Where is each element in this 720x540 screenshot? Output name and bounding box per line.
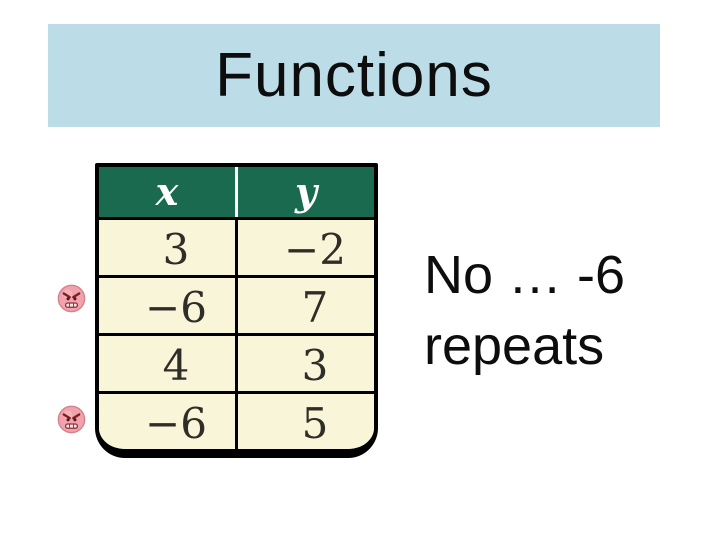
table-cell-x: 3 — [99, 220, 238, 275]
table-row: −6 7 — [99, 275, 374, 333]
cell-value: 4 — [162, 340, 190, 390]
table-header-x: x — [99, 167, 238, 217]
cell-value: 5 — [301, 398, 329, 448]
table-row: −6 5 — [99, 391, 374, 449]
angry-face-icon — [57, 405, 86, 434]
cell-value: −6 — [145, 282, 207, 332]
annotation-line-1: No … -6 — [424, 245, 626, 305]
table-cell-x: 4 — [99, 336, 238, 391]
table-row: 3 −2 — [99, 217, 374, 275]
table-cell-y: 5 — [238, 394, 374, 449]
cell-value: 7 — [301, 282, 329, 332]
table-cell-x: −6 — [99, 394, 238, 449]
table-cell-y: −2 — [238, 220, 374, 275]
table-cell-y: 3 — [238, 336, 374, 391]
cell-value: −6 — [145, 398, 207, 448]
table-header-row: x y — [99, 167, 374, 217]
angry-face-icon — [57, 284, 86, 313]
annotation-text: No … -6 repeats — [424, 240, 684, 382]
title-banner: Functions — [48, 24, 660, 127]
table-header-y: y — [294, 169, 318, 214]
table-cell-x: −6 — [99, 278, 238, 333]
table-cell-y: 7 — [238, 278, 374, 333]
cell-value: −2 — [284, 224, 346, 274]
annotation-line-2: repeats — [424, 316, 605, 376]
table-row: 4 3 — [99, 333, 374, 391]
cell-value: 3 — [162, 224, 190, 274]
xy-table: x y 3 −2 −6 7 4 3 −6 5 — [95, 163, 378, 458]
cell-value: 3 — [301, 340, 329, 390]
slide-title: Functions — [215, 41, 493, 110]
